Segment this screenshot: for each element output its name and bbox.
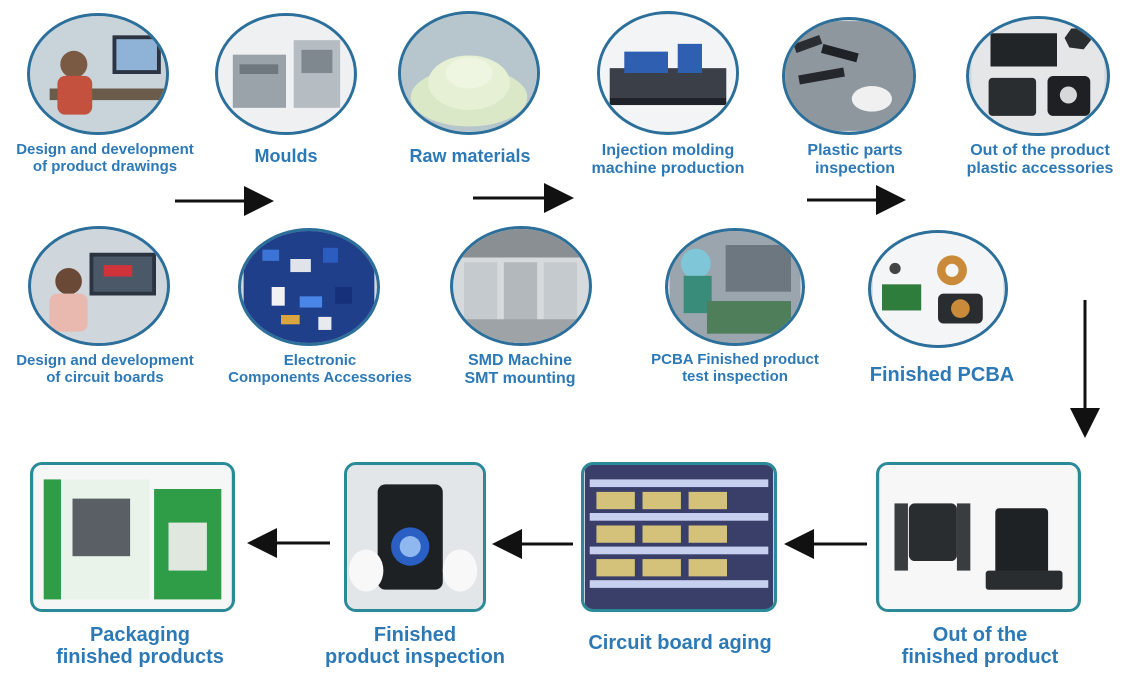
aging-image [581,462,777,612]
finished-product-image [876,462,1081,612]
moulds-label: Moulds [254,146,318,166]
design-circuit-image [28,226,170,346]
injection-molding-label: Injection molding machine production [591,142,745,177]
plastic-accessories-label: Out of the product plastic accessories [966,142,1114,177]
packaging-image [30,462,235,612]
finished-pcba-label: Finished PCBA [869,364,1015,386]
product-inspection-image [344,462,486,612]
design-circuit-label: Design and development of circuit boards [16,352,194,386]
plastic-accessories-image [966,16,1110,136]
moulds-image [215,13,357,135]
aging-label: Circuit board aging [588,632,772,654]
injection-molding-image [597,11,739,135]
smd-label: SMD Machine SMT mounting [464,352,576,387]
finished-product-label: Out of the finished product [901,624,1059,669]
packaging-label: Packaging finished products [56,624,224,669]
smd-image [450,226,592,346]
plastic-inspection-label: Plastic parts inspection [807,142,903,177]
plastic-inspection-image [782,17,916,135]
design-drawings-image [27,13,169,135]
components-image [238,228,380,346]
pcba-test-label: PCBA Finished product test inspection [651,351,819,385]
components-label: Electronic Components Accessories [228,352,412,386]
raw-materials-image [398,11,540,135]
design-drawings-label: Design and development of product drawin… [16,141,194,175]
finished-pcba-image [868,230,1008,348]
raw-materials-label: Raw materials [409,146,531,166]
product-inspection-label: Finished product inspection [325,624,505,669]
pcba-test-image [665,228,805,346]
